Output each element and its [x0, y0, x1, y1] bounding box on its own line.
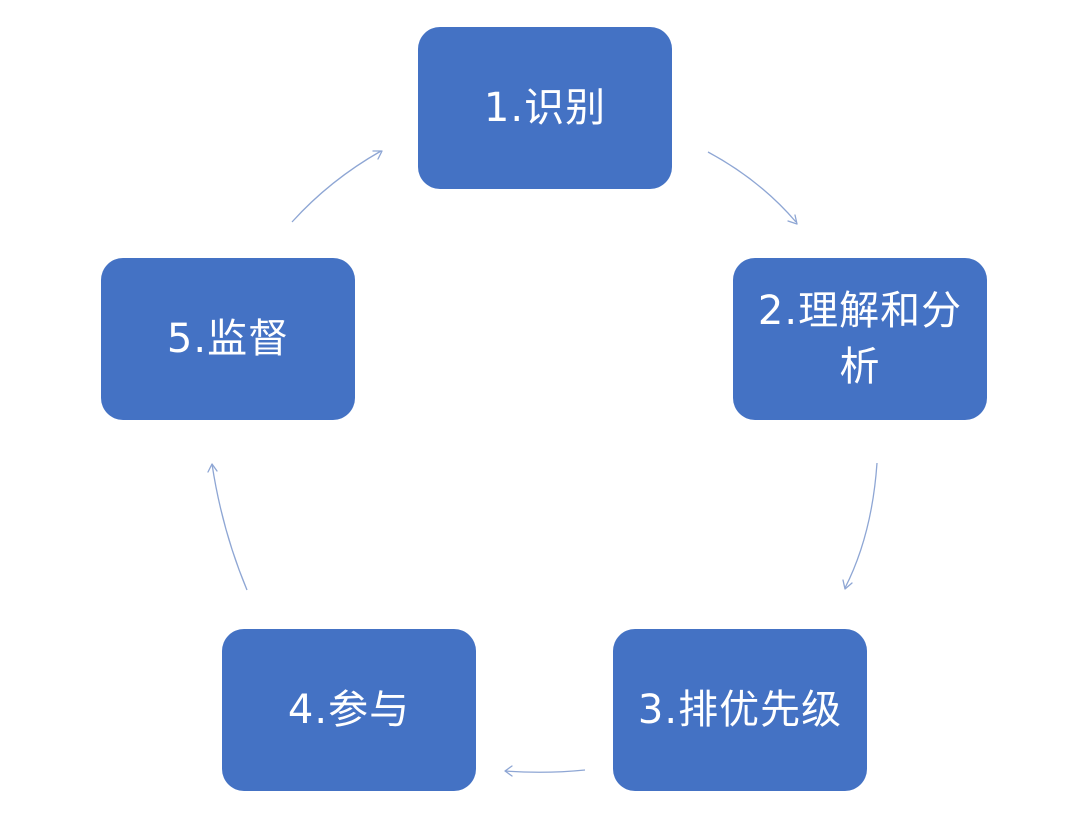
step-node-engage: 4.参与 [222, 629, 476, 791]
step-label: 4.参与 [287, 687, 411, 733]
arrow-1-to-2 [707, 151, 798, 225]
arrow-3-to-4 [504, 765, 586, 777]
step-node-prioritize: 3.排优先级 [613, 629, 867, 791]
step-node-identify: 1.识别 [418, 27, 672, 189]
arrow-2-to-3 [842, 462, 878, 590]
step-node-monitor: 5.监督 [101, 258, 355, 420]
step-node-understand-analyze: 2.理解和分析 [733, 258, 987, 420]
step-label: 2.理解和分析 [757, 288, 963, 390]
step-label: 1.识别 [483, 85, 607, 131]
arrow-4-to-5 [207, 463, 248, 591]
step-label: 5.监督 [166, 316, 290, 362]
step-label: 3.排优先级 [637, 687, 843, 733]
arrow-5-to-1 [291, 150, 383, 223]
